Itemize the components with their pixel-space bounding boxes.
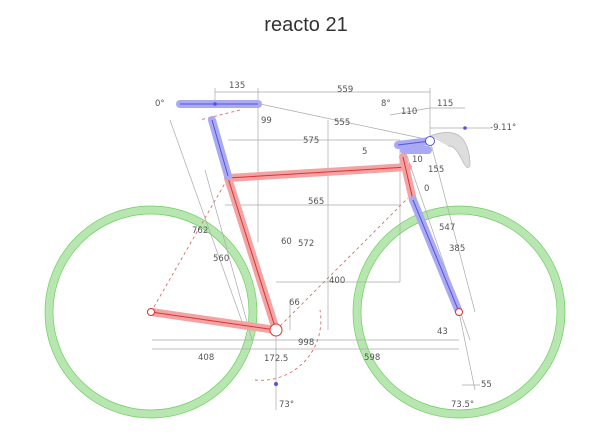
dim-top-tube: 575 bbox=[303, 136, 319, 146]
dim-saddle-to-bar: 555 bbox=[334, 118, 350, 128]
dim-crank-length: 172.5 bbox=[264, 354, 288, 364]
front-wheel bbox=[352, 205, 566, 419]
downtube-guide bbox=[275, 197, 409, 331]
dim-spacers: 5 bbox=[362, 147, 367, 157]
dim-chainstay: 408 bbox=[198, 353, 214, 363]
dim-bar-angle: -9.11° bbox=[490, 123, 516, 133]
dim-seat-tube: 560 bbox=[213, 254, 229, 264]
dim-saddle-drop: 99 bbox=[261, 116, 272, 126]
dim-saddle-setback: 135 bbox=[229, 81, 245, 91]
dim-front-wheel-dist: 598 bbox=[364, 353, 380, 363]
crank-arc bbox=[254, 309, 322, 381]
dim-seat-tube-length: 762 bbox=[192, 226, 208, 236]
dim-front-center: 998 bbox=[298, 338, 314, 348]
dim-fork-length: 547 bbox=[439, 223, 455, 233]
key-points bbox=[147, 102, 467, 386]
dim-fork-offset-top: 0 bbox=[424, 184, 429, 194]
dim-seat-angle: 73° bbox=[279, 400, 294, 410]
dim-headset: 10 bbox=[412, 155, 423, 165]
handlebar-drop bbox=[429, 132, 471, 168]
page-title: reacto 21 bbox=[264, 14, 348, 36]
dim-seat-setback: 60 bbox=[281, 237, 292, 247]
dim-fork-rake: 43 bbox=[437, 327, 448, 337]
dim-stack-line: 565 bbox=[308, 197, 324, 207]
dim-bb-drop: 66 bbox=[289, 298, 300, 308]
saddle-guide bbox=[199, 109, 241, 121]
rear-wheel bbox=[44, 205, 258, 419]
frame bbox=[147, 153, 417, 334]
rear-triangle-guide bbox=[150, 177, 229, 313]
dim-stack: 572 bbox=[298, 239, 314, 249]
dim-stem-angle: 8° bbox=[381, 99, 391, 109]
dim-bar-reach: 115 bbox=[437, 99, 453, 109]
dim-stem-length: 110 bbox=[401, 107, 417, 117]
dim-fork: 385 bbox=[449, 244, 465, 254]
dim-reach: 400 bbox=[329, 276, 345, 286]
dimension-labels: 135 0° 559 8° 110 115 -9.11° 99 555 575 … bbox=[155, 81, 516, 410]
dim-head-tube: 155 bbox=[428, 165, 444, 175]
dim-reach-to-bars: 559 bbox=[337, 85, 353, 95]
dim-trail: 55 bbox=[481, 380, 492, 390]
dim-head-angle: 73.5° bbox=[451, 400, 474, 410]
cockpit bbox=[176, 100, 463, 316]
dim-saddle-tilt: 0° bbox=[155, 99, 165, 109]
